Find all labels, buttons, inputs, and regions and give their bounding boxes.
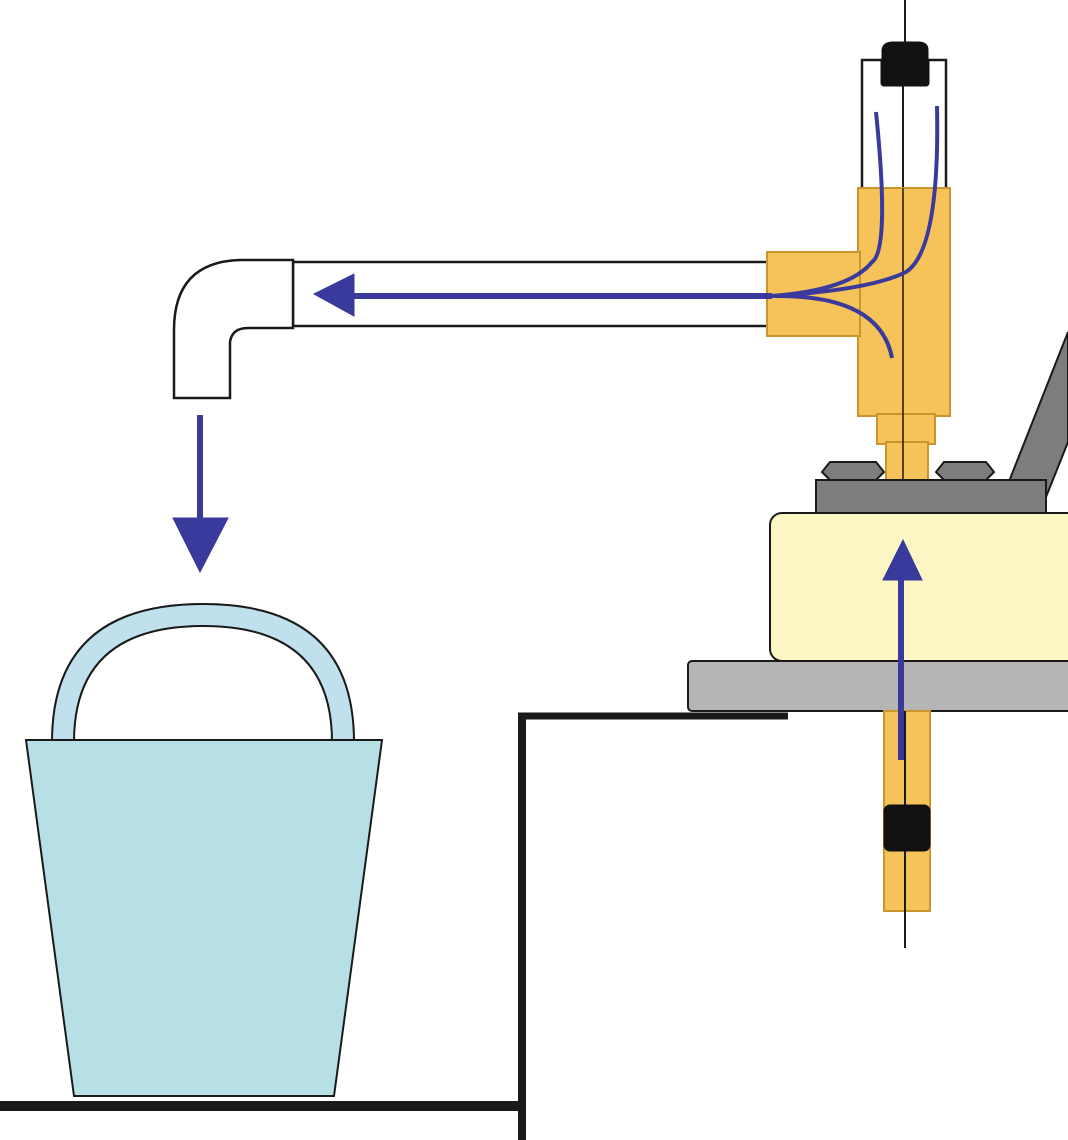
arrow-up-icon	[882, 538, 923, 760]
counter-block	[769, 512, 1068, 662]
floor-and-counter	[0, 712, 788, 1140]
top-stopper	[881, 41, 929, 59]
arrow-down-head	[172, 517, 229, 574]
top-stopper-base	[880, 57, 930, 87]
inlet-plug	[883, 804, 931, 852]
inlet-pipe	[883, 710, 931, 948]
metal-plate	[687, 660, 1068, 712]
flow-line-branch	[771, 293, 894, 359]
brass-tee-fitting	[766, 187, 951, 483]
internal-flow-lines	[771, 105, 940, 359]
right-nut	[934, 461, 996, 481]
flow-arrows	[172, 273, 923, 760]
bucket-body	[24, 739, 384, 1097]
tee-vertical-body	[857, 187, 951, 417]
left-nut	[820, 461, 886, 481]
arrow-left-head	[312, 273, 355, 317]
arrow-up-head	[882, 538, 923, 581]
tee-lower-neck	[876, 413, 936, 445]
tee-stem	[885, 441, 929, 483]
flow-line-left	[771, 111, 885, 298]
outlet-pipe-elbow	[172, 258, 295, 400]
arrow-left-icon	[312, 273, 772, 317]
bracket-plate	[815, 479, 1047, 515]
bucket-handle	[50, 602, 356, 743]
outlet-pipe	[172, 258, 773, 400]
bucket	[24, 602, 384, 1097]
flow-line-right	[771, 105, 940, 298]
arrow-down-icon	[172, 415, 229, 574]
